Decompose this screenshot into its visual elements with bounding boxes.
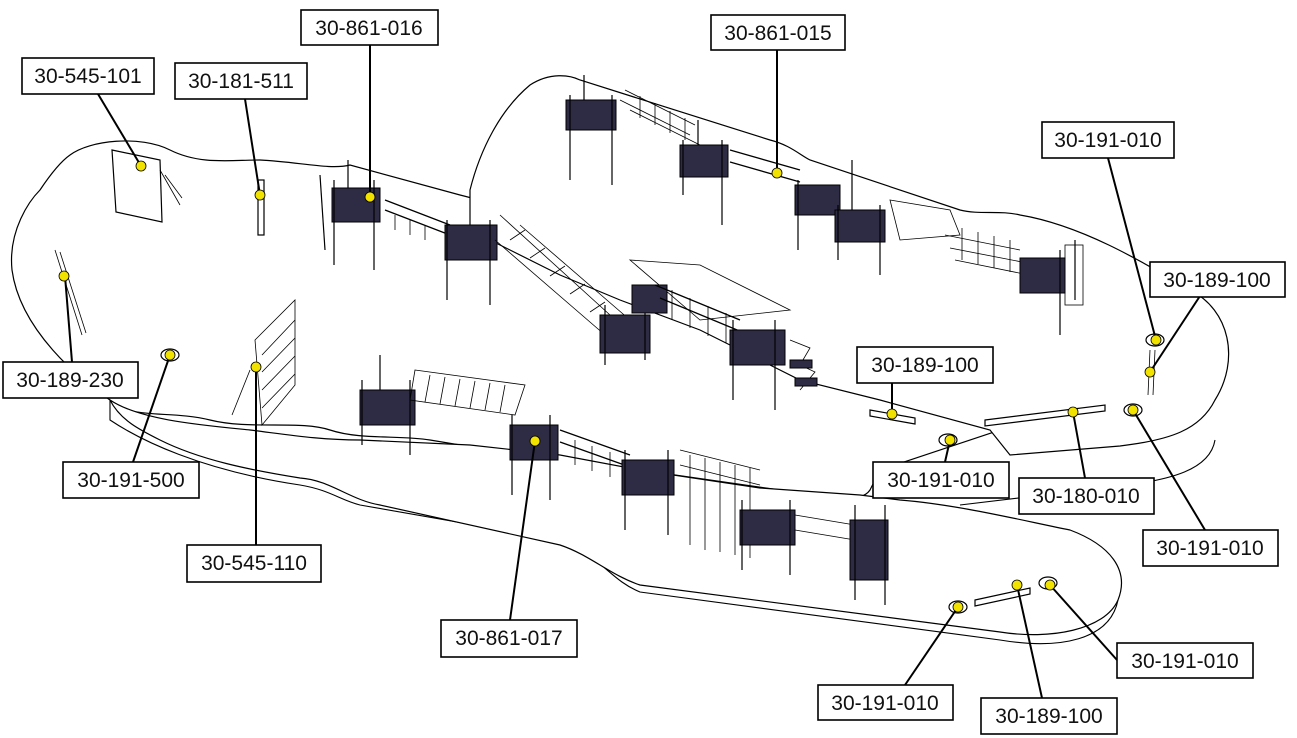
svg-text:30-861-016: 30-861-016 bbox=[315, 17, 422, 40]
svg-text:30-861-015: 30-861-015 bbox=[724, 22, 831, 45]
marker-30-189-100-a bbox=[1144, 366, 1156, 378]
svg-text:30-191-010: 30-191-010 bbox=[831, 692, 938, 715]
callout-30-191-010: 30-191-010 bbox=[1116, 642, 1254, 679]
callout-30-191-010: 30-191-010 bbox=[872, 461, 1010, 499]
marker-30-861-016 bbox=[364, 191, 376, 203]
marker-30-189-230 bbox=[58, 270, 70, 282]
leader-30-861-017 bbox=[509, 440, 536, 621]
callout-30-181-511: 30-181-511 bbox=[174, 62, 308, 100]
svg-text:30-189-100: 30-189-100 bbox=[871, 354, 978, 377]
marker-30-545-101 bbox=[135, 160, 147, 172]
marker-30-189-100-b bbox=[886, 408, 898, 420]
callout-30-189-100: 30-189-100 bbox=[856, 346, 994, 384]
leader-lines bbox=[64, 45, 1206, 699]
marker-30-191-010-b bbox=[944, 434, 956, 446]
marker-30-191-500 bbox=[164, 349, 176, 361]
callouts: 30-545-101 30-181-511 30-861-016 30-861-… bbox=[2, 9, 1286, 735]
north-structure bbox=[565, 75, 1084, 335]
marker-30-191-010-d bbox=[952, 601, 964, 613]
callout-30-861-016: 30-861-016 bbox=[300, 9, 439, 46]
marker-30-181-511 bbox=[254, 189, 266, 201]
callout-30-189-230: 30-189-230 bbox=[2, 361, 139, 399]
svg-text:30-545-110: 30-545-110 bbox=[201, 552, 307, 575]
svg-text:30-180-010: 30-180-010 bbox=[1032, 485, 1139, 508]
leader-30-189-100-a bbox=[1149, 295, 1201, 373]
svg-text:30-191-500: 30-191-500 bbox=[77, 469, 184, 492]
marker-30-545-110 bbox=[250, 361, 262, 373]
callout-30-861-017: 30-861-017 bbox=[440, 619, 578, 658]
callout-30-189-100: 30-189-100 bbox=[980, 697, 1118, 735]
marker-30-861-017 bbox=[529, 435, 541, 447]
leader-30-181-511 bbox=[244, 98, 261, 196]
callout-30-191-010: 30-191-010 bbox=[817, 684, 954, 721]
leader-30-191-010-d bbox=[904, 606, 959, 686]
svg-text:30-191-010: 30-191-010 bbox=[1131, 650, 1238, 673]
svg-text:30-181-511: 30-181-511 bbox=[188, 70, 294, 93]
svg-text:30-189-100: 30-189-100 bbox=[1163, 269, 1270, 292]
svg-text:30-189-230: 30-189-230 bbox=[16, 369, 123, 392]
callout-30-189-100: 30-189-100 bbox=[1149, 261, 1286, 298]
leader-30-191-010-e bbox=[1049, 584, 1118, 661]
svg-text:30-191-010: 30-191-010 bbox=[887, 469, 994, 492]
leader-30-180-010 bbox=[1072, 411, 1086, 479]
callout-30-180-010: 30-180-010 bbox=[1018, 477, 1155, 515]
north-plateau bbox=[469, 75, 1230, 456]
middle-structure bbox=[319, 160, 818, 410]
leader-30-191-010-a bbox=[1107, 157, 1157, 341]
callout-30-191-500: 30-191-500 bbox=[62, 461, 200, 499]
callout-30-545-110: 30-545-110 bbox=[186, 544, 322, 583]
leader-30-191-010-c bbox=[1132, 409, 1206, 531]
callout-30-191-010: 30-191-010 bbox=[1041, 121, 1175, 159]
callout-30-861-015: 30-861-015 bbox=[710, 14, 846, 51]
location-markers bbox=[58, 160, 1162, 613]
leader-30-191-500 bbox=[132, 354, 171, 463]
svg-text:30-861-017: 30-861-017 bbox=[455, 627, 562, 650]
svg-text:30-191-010: 30-191-010 bbox=[1054, 129, 1161, 152]
marker-30-189-100-c bbox=[1011, 579, 1023, 591]
leader-30-189-230 bbox=[64, 275, 73, 363]
marker-30-861-015 bbox=[771, 167, 783, 179]
marker-30-191-010-a bbox=[1150, 334, 1162, 346]
marker-30-180-010 bbox=[1067, 406, 1079, 418]
leader-30-189-100-c bbox=[1016, 584, 1043, 699]
leader-30-545-101 bbox=[97, 93, 142, 167]
marker-30-191-010-c bbox=[1127, 404, 1139, 416]
svg-text:30-191-010: 30-191-010 bbox=[1156, 537, 1263, 560]
south-structure bbox=[359, 355, 889, 605]
svg-text:30-545-101: 30-545-101 bbox=[34, 65, 141, 88]
svg-text:30-189-100: 30-189-100 bbox=[995, 705, 1102, 728]
callout-30-545-101: 30-545-101 bbox=[21, 57, 155, 95]
marker-30-191-010-e bbox=[1044, 579, 1056, 591]
callout-30-191-010: 30-191-010 bbox=[1142, 529, 1279, 567]
